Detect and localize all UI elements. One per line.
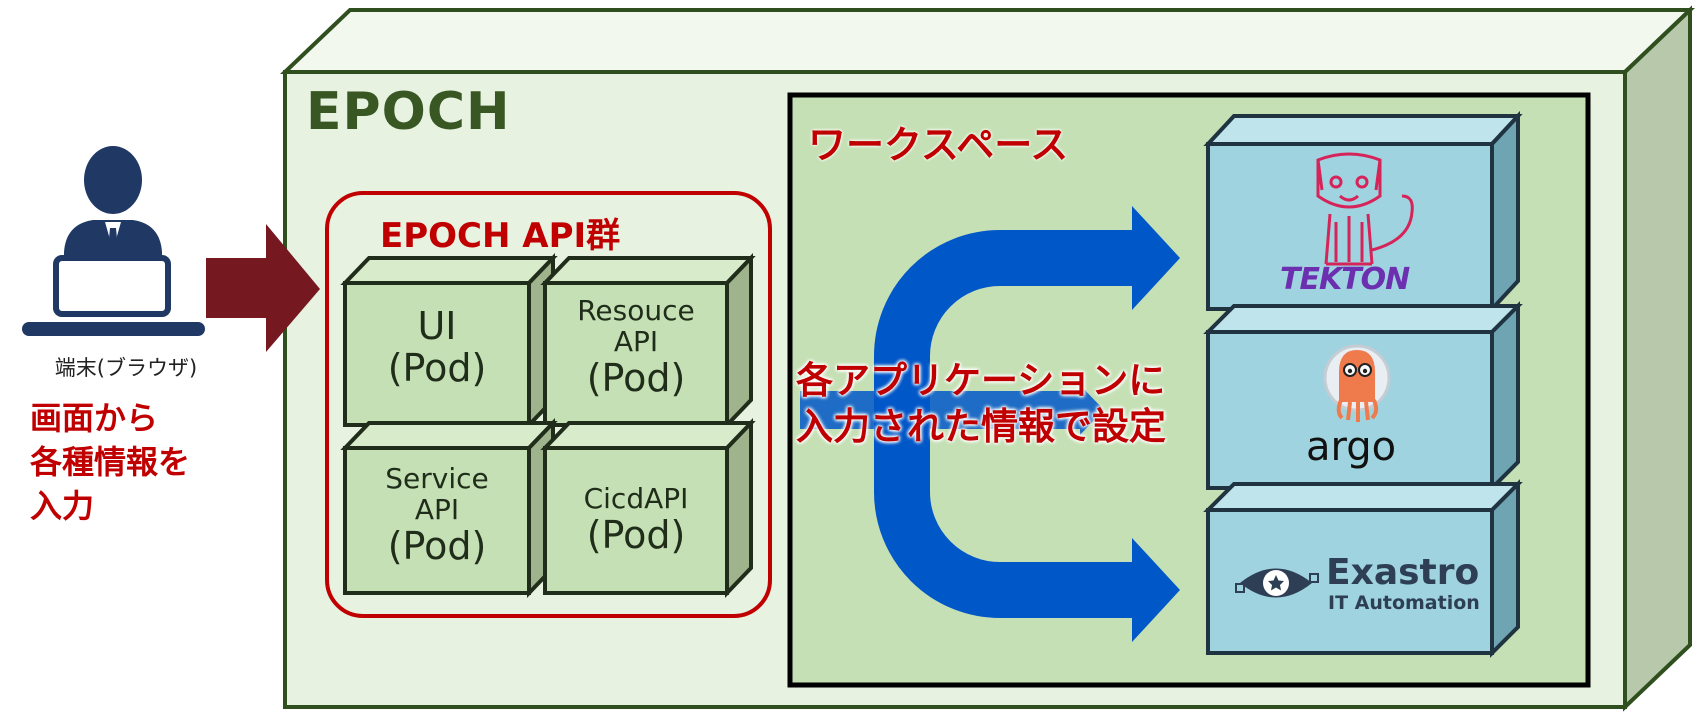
api-group-title: EPOCH API群 (380, 216, 621, 256)
flow-arrowhead-top (1132, 206, 1180, 310)
pod-kind: (Pod) (586, 512, 686, 557)
pod-name: UI (417, 304, 457, 348)
epoch-title: EPOCH (306, 82, 511, 142)
workspace-note-line: 入力された情報で設定 (796, 405, 1166, 448)
pod-label-ui: UI (Pod) (345, 304, 529, 390)
pod-name: Resouce (577, 294, 695, 327)
argo-logo-text: argo (1306, 424, 1397, 470)
pod-label-service-api: Service API (Pod) (345, 462, 529, 568)
pod-label-resource-api: Resouce API (Pod) (545, 294, 727, 400)
pod-cube-resource-api (540, 253, 756, 430)
workspace-note-line: 各アプリケーションに (796, 359, 1166, 402)
user-description: 画面から 各種情報を 入力 (30, 396, 190, 528)
pod-kind: (Pod) (387, 523, 487, 568)
api-group-border (325, 191, 772, 618)
exastro-logo-subtext: IT Automation (1328, 592, 1480, 614)
pod-cube-cicd-api (540, 418, 756, 598)
user-description-line: 画面から (30, 399, 159, 437)
pod-name: API (613, 324, 659, 358)
pod-kind: (Pod) (387, 345, 487, 390)
tekton-logo-text: TEKTON (1280, 262, 1410, 297)
pod-name: Service (385, 462, 489, 495)
flow-arrow (800, 206, 1180, 642)
user-caption: 端末(ブラウザ) (54, 356, 198, 380)
pod-name: API (414, 492, 460, 526)
user-description-line: 入力 (30, 487, 95, 525)
tekton-cat-icon (1316, 152, 1414, 266)
argo-octopus-icon (1323, 344, 1391, 422)
flow-arrowhead-bottom (1132, 538, 1180, 642)
pod-kind: (Pod) (586, 355, 686, 400)
workspace-note: 各アプリケーションに 入力された情報で設定 (796, 358, 1166, 450)
pod-label-cicd-api: CicdAPI (Pod) (545, 482, 727, 557)
workspace-title: ワークスペース (808, 123, 1069, 167)
exastro-logo-text: Exastro (1326, 552, 1480, 593)
exastro-eye-icon (1235, 568, 1319, 598)
pod-name: CicdAPI (583, 482, 689, 515)
input-arrow (206, 224, 320, 352)
user-description-line: 各種情報を (30, 443, 191, 481)
user-icon (22, 146, 205, 336)
